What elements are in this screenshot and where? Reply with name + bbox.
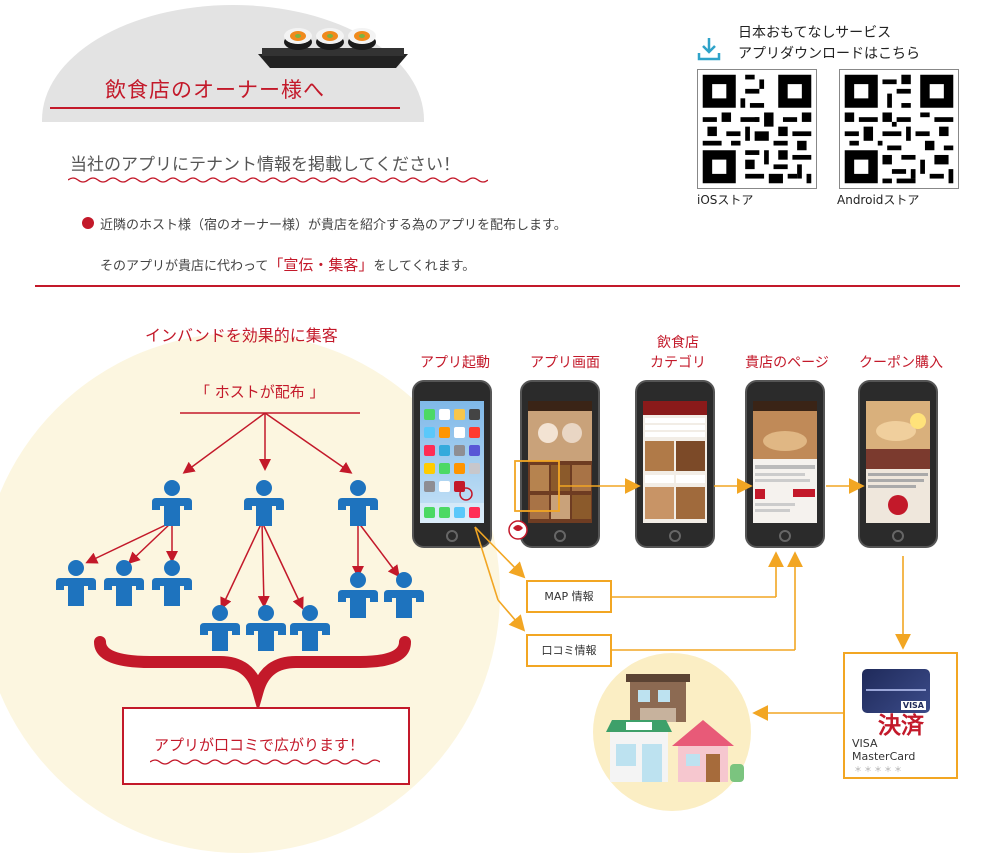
owner-title: 飲食店のオーナー様へ — [105, 78, 325, 102]
phone-coupon — [858, 380, 938, 548]
sub-title: 当社のアプリにテナント情報を掲載してください！ — [70, 155, 460, 175]
shop-page-thumbnails — [753, 401, 817, 512]
coupon-page-thumbnails — [866, 401, 930, 515]
payment-brands: VISA MasterCard — [852, 737, 915, 763]
intro-line-2: そのアプリが貴店に代わって「宣伝・集客」をしてくれます。 — [100, 254, 475, 275]
app-icon-highlight — [459, 487, 473, 501]
bullet-dot — [82, 217, 94, 229]
intro-line-1: 近隣のホスト様（宿のオーナー様）が貴店を紹介する為のアプリを配布します。 — [100, 218, 567, 233]
android-store-label: Androidストア — [837, 193, 920, 207]
reviews-info-box: 口コミ情報 — [526, 634, 612, 667]
category-list-thumbnails — [643, 401, 707, 519]
intro-line-2-highlight: 「宣伝・集客」 — [268, 256, 374, 274]
payment-stars: ＊＊＊＊＊ — [854, 765, 904, 774]
ios-qr-code[interactable] — [697, 69, 817, 189]
step-category-line1: 飲食店 — [657, 335, 699, 351]
credit-card-icon: VISA — [862, 669, 930, 713]
card-visa-logo: VISA — [900, 701, 926, 710]
payment-brand-mastercard: MasterCard — [852, 750, 916, 763]
intro-line-2-pre: そのアプリが貴店に代わって — [100, 259, 269, 274]
step-category-line2: カテゴリ — [650, 355, 706, 371]
phone-screen-homescreen — [420, 401, 484, 523]
ribbon-wavy-underline — [150, 759, 380, 765]
phone-screen-category — [643, 401, 707, 523]
payment-title: 決済 — [878, 713, 924, 739]
home-button — [669, 530, 681, 542]
step-app-launch: アプリ起動 — [420, 355, 490, 371]
home-button — [892, 530, 904, 542]
phone-screen-coupon — [866, 401, 930, 523]
phone-shop-page — [745, 380, 825, 548]
step-coupon-purchase: クーポン購入 — [859, 355, 943, 371]
wavy-underline — [68, 177, 488, 183]
host-label: 「 ホストが配布 」 — [195, 383, 325, 401]
android-qr-code[interactable] — [839, 69, 959, 189]
phone-screen-shop — [753, 401, 817, 523]
ios-store-label: iOSストア — [697, 193, 754, 207]
home-button — [554, 530, 566, 542]
section-divider — [35, 285, 960, 287]
app-screen-thumbnails — [528, 401, 592, 519]
intro-line-2-post: をしてくれます。 — [373, 259, 476, 274]
map-info-box: MAP 情報 — [526, 580, 612, 613]
sushi-icon — [258, 28, 408, 68]
phone-category — [635, 380, 715, 548]
home-button — [446, 530, 458, 542]
phone-app-launch — [412, 380, 492, 548]
download-line-1: 日本おもてなしサービス — [738, 25, 892, 41]
inbound-title: インバンドを効果的に集客 — [145, 326, 338, 345]
owner-title-underline — [50, 107, 400, 109]
phone-app-screen — [520, 380, 600, 548]
download-line-2: アプリダウンロードはこちら — [738, 46, 920, 62]
shop-buildings-icon — [606, 674, 744, 782]
word-of-mouth-text: アプリが口コミで広がります！ — [154, 736, 365, 754]
payment-brand-visa: VISA — [852, 737, 878, 750]
app-grid-icon — [420, 409, 484, 523]
host-distribution-tree — [56, 412, 424, 710]
step-shop-page: 貴店のページ — [745, 355, 829, 371]
word-of-mouth-box — [122, 707, 410, 785]
download-icon[interactable] — [696, 36, 722, 62]
phone-screen-app — [528, 401, 592, 523]
step-app-screen: アプリ画面 — [530, 355, 600, 371]
home-button — [779, 530, 791, 542]
